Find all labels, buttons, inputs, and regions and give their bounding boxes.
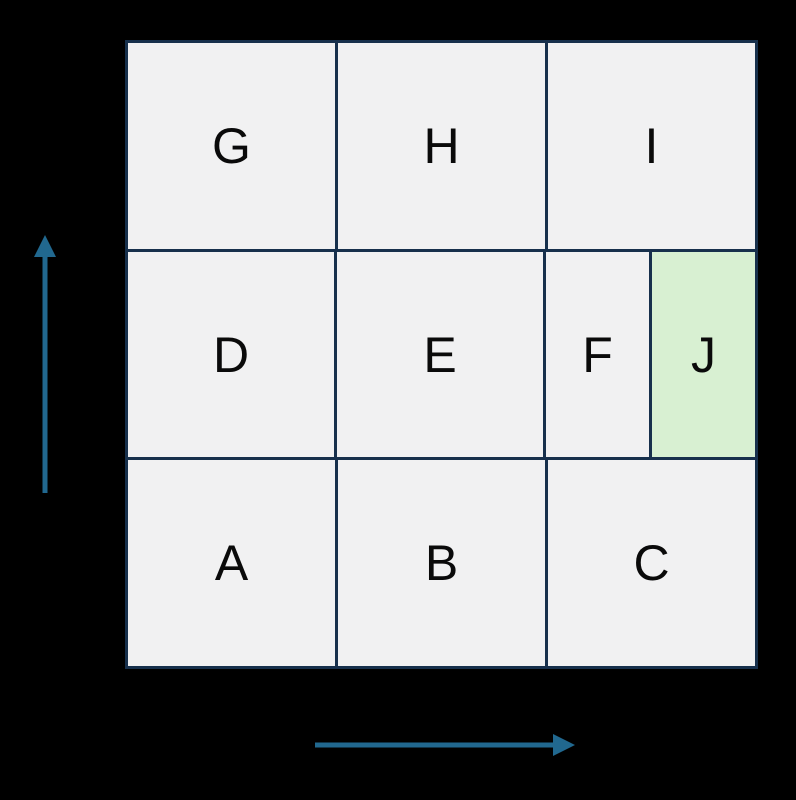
grid-cell-f: F <box>543 251 649 458</box>
grid-cell-b: B <box>335 460 545 667</box>
grid-row-top: G H I <box>128 43 755 249</box>
grid-cell-d: D <box>128 251 334 458</box>
grid-cell-g: G <box>128 43 335 249</box>
right-arrow-icon <box>315 734 575 756</box>
grid-cell-j-highlighted: J <box>649 251 755 458</box>
grid-cell-c: C <box>545 460 755 667</box>
grid-row-bottom: A B C <box>128 457 755 667</box>
grid-cell-i: I <box>545 43 755 249</box>
grid-cell-e: E <box>334 251 543 458</box>
grid: G H I D E F J A B C <box>125 40 758 669</box>
grid-row-middle: D E F J <box>128 248 755 458</box>
grid-cell-a: A <box>128 460 335 667</box>
up-arrow-icon <box>34 235 56 493</box>
grid-cell-h: H <box>335 43 545 249</box>
